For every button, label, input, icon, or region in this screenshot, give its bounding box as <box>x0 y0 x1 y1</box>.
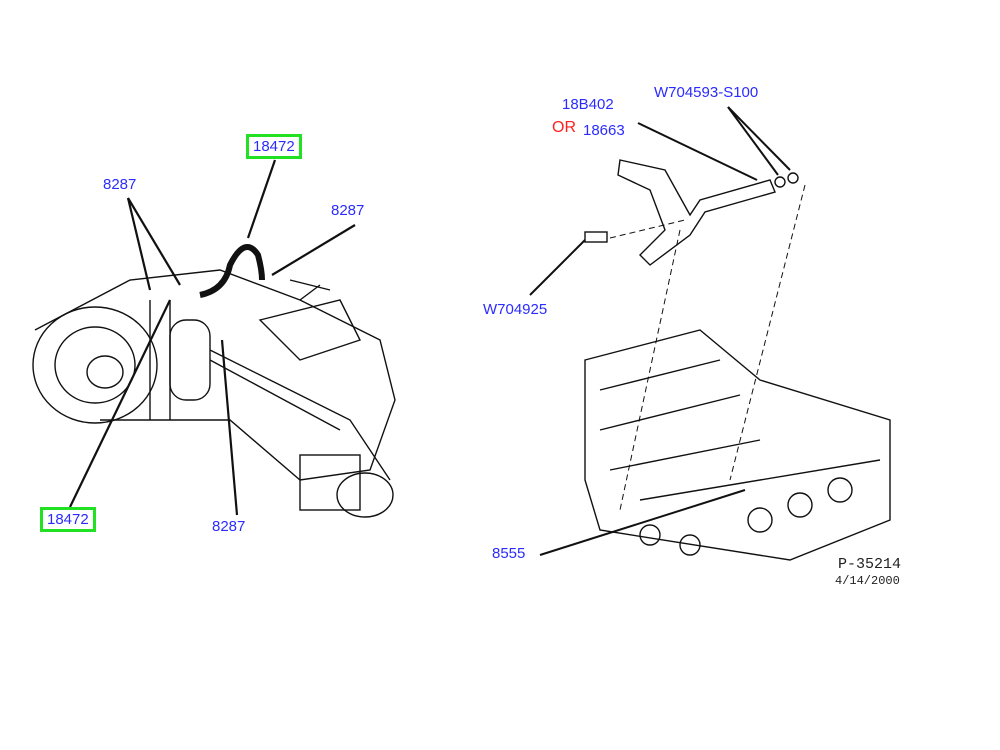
part-label-tube-primary: 18B402 <box>562 96 614 113</box>
part-label-clamp-right: 8287 <box>331 202 365 219</box>
right-leader-lines <box>529 106 791 556</box>
part-label-tube-alt: 18663 <box>583 122 625 139</box>
right-engine-block <box>584 329 891 561</box>
figure-number: P-35214 <box>838 556 902 573</box>
figure-date: 4/14/2000 <box>835 574 900 588</box>
part-label-stud: W704925 <box>483 301 548 318</box>
left-leader-lines <box>69 159 356 516</box>
left-engine-illustration <box>32 269 396 518</box>
right-tube-illustration <box>584 159 799 266</box>
part-label-nut: W704593-S100 <box>654 84 759 101</box>
part-label-block-part: 8555 <box>492 545 526 562</box>
part-label-hose-top: 18472 <box>246 134 302 159</box>
part-label-clamp-left: 8287 <box>103 176 137 193</box>
part-label-clamp-bottom: 8287 <box>212 518 246 535</box>
left-hose <box>199 244 265 298</box>
or-label: OR <box>552 119 576 136</box>
part-label-hose-bottom: 18472 <box>40 507 96 532</box>
right-dashed-lines <box>609 184 806 511</box>
